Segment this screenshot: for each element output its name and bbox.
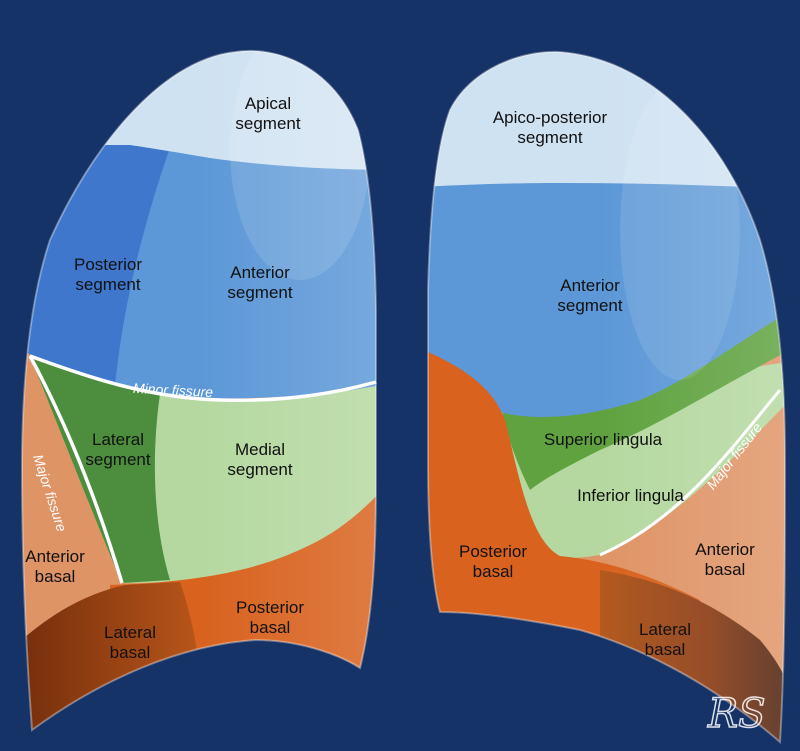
right-lung-outline [20, 49, 377, 732]
right-anterior-basal-label: Anterior basal [25, 547, 85, 586]
left-inferior-lingula-label: Inferior lingula [577, 486, 684, 505]
right-lung [22, 50, 376, 730]
right-lateral-label: Lateral segment [85, 430, 151, 469]
left-superior-lingula-label: Superior lingula [543, 430, 663, 449]
right-medial-label: Medial segment [227, 440, 293, 479]
right-lateral-basal-label: Lateral basal [104, 623, 156, 662]
left-apico-posterior-label: Apico-posterior segment [492, 108, 608, 147]
rs-logo-watermark: RS [706, 690, 766, 738]
right-posterior-basal-label: Posterior basal [235, 598, 305, 637]
right-minor-fissure-line [29, 354, 377, 403]
left-anterior-label: Anterior segment [557, 276, 623, 315]
left-lateral-basal-label: Lateral basal [639, 620, 691, 659]
left-major-fissure-line [599, 389, 782, 557]
svg-text:RS: RS [707, 691, 766, 737]
right-anterior-label: Anterior segment [227, 263, 293, 302]
right-major-fissure-line [28, 355, 124, 584]
right-posterior-label: Posterior segment [73, 255, 143, 294]
left-anterior-basal-label: Anterior basal [695, 540, 755, 579]
left-posterior-basal-label: Posterior basal [458, 542, 528, 581]
left-lung-outline [427, 50, 787, 745]
right-apical-label: Apical segment [235, 94, 301, 133]
